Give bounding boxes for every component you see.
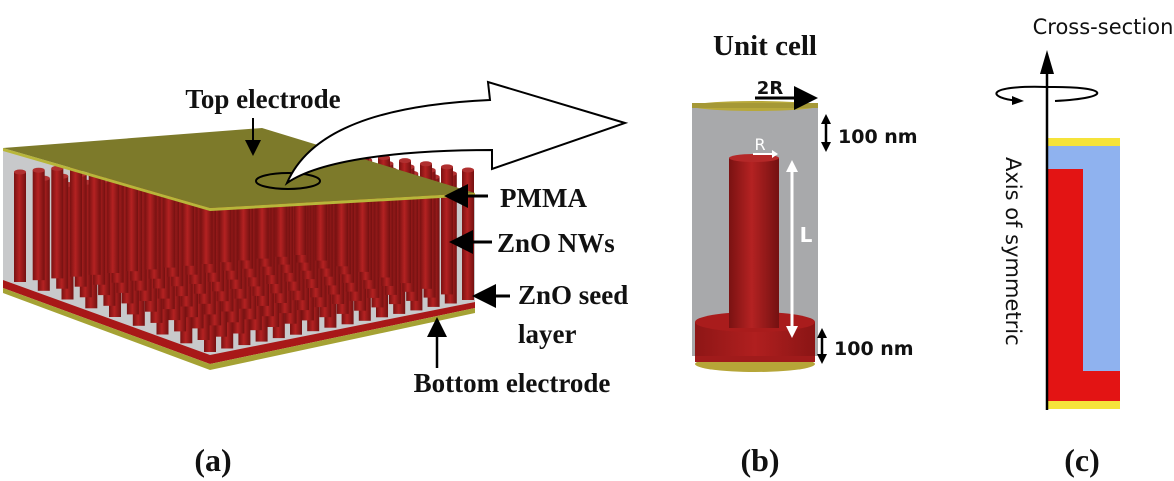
nanowire [88,164,101,275]
cross-section-title: Cross-section [1033,15,1174,39]
nanowire-cap [32,167,45,173]
caption-c: (c) [1064,442,1100,478]
rotation-icon [995,85,1099,102]
axis-label: Axis of symmetric [1001,157,1025,346]
cs-top-electrode [1047,138,1120,146]
nanowire-cap [14,169,26,175]
nanowire-cap [399,158,411,164]
label-2r: 2R [757,78,784,99]
top-electrode [3,128,475,208]
nanowire [107,163,120,273]
nanowire-cap [441,164,453,170]
label-r: R [754,135,765,154]
zoom-arrow [284,80,629,186]
nanowire [70,166,82,277]
panel-c: Cross-section Axis of symmetric (c) [995,15,1174,478]
nanowire [32,170,45,281]
axis-arrowhead [1040,50,1054,74]
label-zno-seed-1: ZnO seed [518,280,628,310]
cs-seed-layer [1047,371,1120,401]
cs-nanowire [1047,169,1083,401]
panel-a: Top electrode PMMA ZnO NWs ZnO seed laye… [3,80,629,478]
nanowire-cap [420,161,432,167]
label-pmma: PMMA [500,183,587,213]
label-top-electrode: Top electrode [185,84,340,114]
caption-a: (a) [194,442,231,478]
nanowire [51,168,64,279]
label-zno-seed-2: layer [518,319,576,349]
nanowire-cap [462,167,474,173]
label-zno-nws: ZnO NWs [497,228,615,258]
label-l: L [800,223,813,247]
nanowire [462,170,474,300]
label-top-thickness: 100 nm [838,126,918,148]
nanowire [14,172,26,282]
zoom-ellipse [255,172,321,190]
label-bottom-electrode: Bottom electrode [414,368,611,398]
caption-b: (b) [740,442,779,478]
zno-seed-layer [3,280,475,364]
bottom-electrode [3,288,475,370]
cs-bottom-electrode [1047,401,1120,409]
unit-cell-title: Unit cell [713,30,817,62]
panel-b: Unit cell 2R R L 100 nm [692,30,918,478]
label-bottom-thickness: 100 nm [834,338,914,360]
